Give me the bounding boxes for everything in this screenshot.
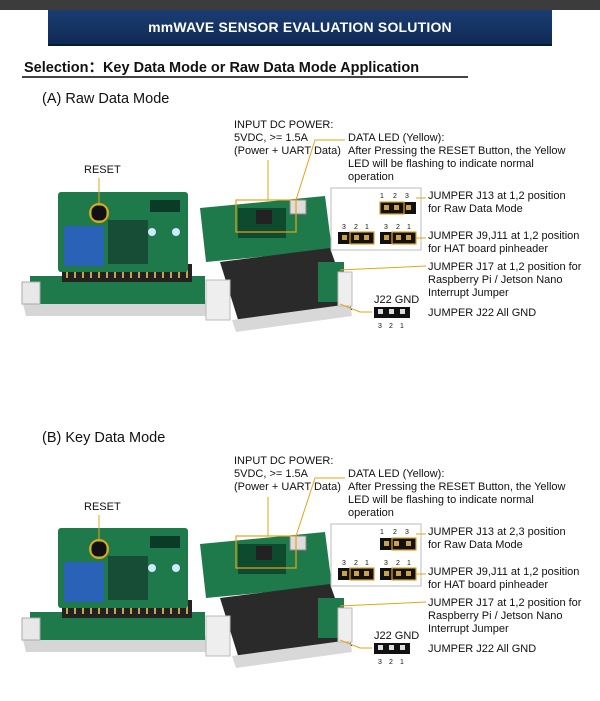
- hat-board-right: [200, 532, 353, 668]
- j11-pin-1: 1: [407, 560, 411, 567]
- j9-text-1: JUMPER J9,J11 at 1,2 position: [428, 566, 580, 578]
- j9-pin-3: 3: [342, 560, 346, 567]
- top-strip: [0, 0, 600, 10]
- power-label-2: 5VDC, >= 1.5A: [234, 468, 308, 480]
- callout-lines: [98, 477, 427, 649]
- j22-pin-1: 1: [400, 659, 404, 666]
- j22-title: J22 GND: [374, 630, 420, 642]
- led-label-1: DATA LED (Yellow):: [348, 468, 445, 480]
- j22-title: J22 GND: [374, 294, 420, 306]
- j13-pin-3: 3: [405, 529, 409, 536]
- j9-pin-2: 2: [354, 224, 358, 231]
- j17-text-1: JUMPER J17 at 1,2 position for: [428, 597, 582, 609]
- board-illustration: [21, 477, 427, 668]
- j11-pin-3: 3: [384, 224, 388, 231]
- sensor-board-left: [58, 192, 188, 272]
- j22-text: JUMPER J22 All GND: [428, 307, 537, 319]
- j13-text-2: for Raw Data Mode: [428, 203, 523, 215]
- led-label-3: LED will be flashing to indicate normal: [348, 158, 534, 170]
- j11-pin-3: 3: [384, 560, 388, 567]
- j13-header: [379, 201, 416, 215]
- j9-pin-1: 1: [365, 224, 369, 231]
- reset-label: RESET: [84, 164, 121, 176]
- j22-pin-2: 2: [389, 659, 393, 666]
- j13-pin-1: 1: [380, 529, 384, 536]
- header-title: mmWAVE SENSOR EVALUATION SOLUTION: [148, 19, 452, 35]
- section-title: Selection：Key Data Mode or Raw Data Mode…: [24, 60, 420, 76]
- j11-pin-2: 2: [396, 224, 400, 231]
- j11-pin-1: 1: [407, 224, 411, 231]
- power-label-2: 5VDC, >= 1.5A: [234, 132, 308, 144]
- j9-text-2: for HAT board pinheader: [428, 243, 549, 255]
- power-label-3: (Power + UART Data): [234, 481, 341, 493]
- j22-pin-1: 1: [400, 323, 404, 330]
- reset-label: RESET: [84, 501, 121, 513]
- mode-title: (B) Key Data Mode: [42, 430, 166, 446]
- led-label-2: After Pressing the RESET Button, the Yel…: [348, 481, 566, 493]
- power-label-1: INPUT DC POWER:: [234, 455, 334, 467]
- j22-header: [374, 643, 410, 654]
- section-divider: [22, 76, 468, 78]
- j13-pin-2: 2: [393, 529, 397, 536]
- power-callout-box: [235, 535, 297, 569]
- j9-pin-3: 3: [342, 224, 346, 231]
- led-label-4: operation: [348, 507, 394, 519]
- j9-j11-headers: [338, 231, 417, 245]
- j17-text-2: Raspberry Pi / Jetson Nano: [428, 610, 563, 622]
- j17-text-3: Interrupt Jumper: [428, 623, 509, 635]
- led-label-3: LED will be flashing to indicate normal: [348, 494, 534, 506]
- j9-text-1: JUMPER J9,J11 at 1,2 position: [428, 230, 580, 242]
- j13-pin-2: 2: [393, 193, 397, 200]
- hat-board-left: [21, 264, 215, 316]
- j17-text-1: JUMPER J17 at 1,2 position for: [428, 261, 582, 273]
- j22-pin-2: 2: [389, 323, 393, 330]
- j17-text-2: Raspberry Pi / Jetson Nano: [428, 274, 563, 286]
- power-callout-box: [235, 199, 297, 233]
- power-label-1: INPUT DC POWER:: [234, 119, 334, 131]
- j9-j11-headers: [338, 567, 417, 581]
- j22-text: JUMPER J22 All GND: [428, 643, 537, 655]
- j13-text-1: JUMPER J13 at 2,3 position: [428, 526, 566, 538]
- j13-header: [380, 537, 417, 551]
- callout-lines: [98, 139, 427, 313]
- power-label-3: (Power + UART Data): [234, 145, 341, 157]
- j9-pin-1: 1: [365, 560, 369, 567]
- j22-pin-3: 3: [378, 323, 382, 330]
- j9-text-2: for HAT board pinheader: [428, 579, 549, 591]
- j17-text-3: Interrupt Jumper: [428, 287, 509, 299]
- j11-pin-2: 2: [396, 560, 400, 567]
- j13-text-1: JUMPER J13 at 1,2 position: [428, 190, 566, 202]
- j13-text-2: for Raw Data Mode: [428, 539, 523, 551]
- j9-pin-2: 2: [354, 560, 358, 567]
- led-label-4: operation: [348, 171, 394, 183]
- j22-header: [374, 307, 410, 318]
- mode-key-data: (B) Key Data Mode: [0, 340, 600, 701]
- led-label-2: After Pressing the RESET Button, the Yel…: [348, 145, 566, 157]
- sensor-board-left: [58, 528, 188, 608]
- header-banner: mmWAVE SENSOR EVALUATION SOLUTION: [48, 10, 552, 46]
- j22-pin-3: 3: [378, 659, 382, 666]
- j13-pin-1: 1: [380, 193, 384, 200]
- j13-pin-3: 3: [405, 193, 409, 200]
- led-label-1: DATA LED (Yellow):: [348, 132, 445, 144]
- hat-board-right: [200, 196, 353, 332]
- mode-title: (A) Raw Data Mode: [42, 91, 170, 107]
